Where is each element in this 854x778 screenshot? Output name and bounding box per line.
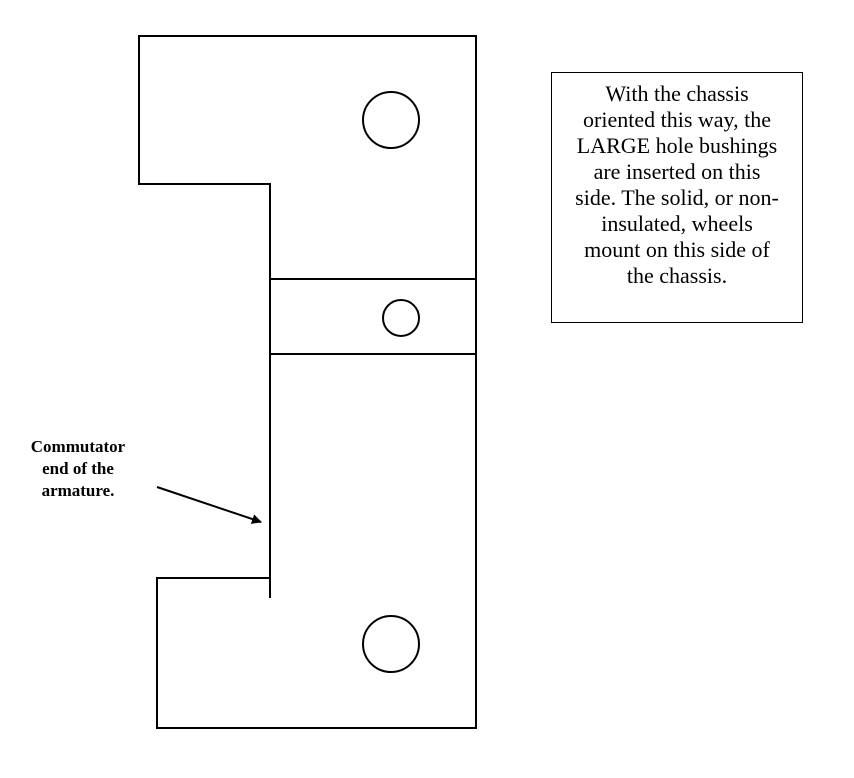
note-line: insulated, wheels — [601, 211, 753, 236]
callout-line: end of the — [42, 459, 114, 478]
note-line: LARGE hole bushings — [576, 133, 778, 158]
note-line: mount on this side of — [584, 237, 770, 262]
middle-hole — [382, 299, 420, 337]
commutator-label: Commutator end of the armature. — [14, 436, 142, 502]
note-line: With the chassis — [605, 81, 749, 106]
note-line: are inserted on this — [593, 159, 761, 184]
callout-line: armature. — [41, 481, 115, 500]
note-box: With the chassis oriented this way, the … — [551, 72, 803, 323]
note-line: oriented this way, the — [583, 107, 771, 132]
callout-arrow — [156, 486, 262, 524]
note-line: the chassis. — [626, 263, 728, 288]
bottom-hole — [362, 615, 420, 673]
top-hole — [362, 91, 420, 149]
callout-line: Commutator — [30, 437, 126, 456]
note-line: side. The solid, or non- — [575, 185, 779, 210]
chassis-outline — [138, 35, 477, 729]
